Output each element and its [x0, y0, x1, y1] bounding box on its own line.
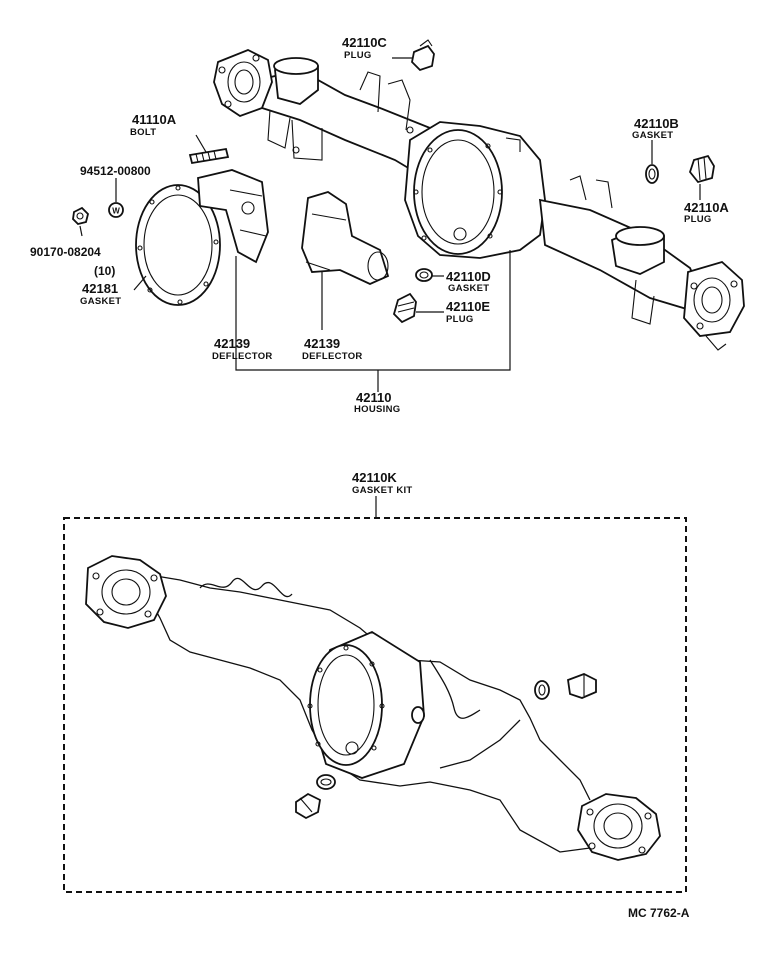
part-quantity: (10) — [94, 264, 115, 278]
gasket-42110d-part — [415, 268, 433, 282]
part-number: 42110D — [446, 269, 491, 284]
part-number: 42110B — [634, 116, 679, 131]
kit-plug-right — [567, 673, 597, 699]
part-name: DEFLECTOR — [212, 351, 273, 362]
plug-42110e-part — [392, 292, 417, 324]
kit-gasket-small-right — [534, 680, 550, 700]
part-name: GASKET — [448, 283, 489, 294]
gasket-42110b-part — [645, 164, 659, 184]
part-number: 41110A — [132, 112, 177, 127]
nut-90170-part — [72, 206, 89, 225]
part-name: GASKET — [80, 296, 121, 307]
part-name: GASKET — [632, 130, 673, 141]
deflector-right-part — [301, 191, 390, 285]
label-42110k: 42110K GASKET KIT — [352, 470, 413, 496]
leader-lines — [79, 57, 701, 392]
label-42110c: 42110C PLUG — [342, 35, 387, 61]
label-42110a: 42110A PLUG — [684, 200, 729, 225]
washer-mark: W — [112, 207, 120, 216]
kit-flange-gasket-right — [577, 793, 661, 861]
axle-housing — [213, 49, 745, 351]
bolt-41110a-part — [188, 147, 230, 165]
part-number: 42181 — [82, 281, 118, 296]
part-name: HOUSING — [354, 404, 400, 415]
part-number: 42110 — [356, 390, 391, 405]
part-name: DEFLECTOR — [302, 351, 363, 362]
part-number: 90170-08204 — [30, 245, 101, 259]
washer-94512-part: W — [108, 202, 124, 218]
part-number: 42110C — [342, 35, 387, 50]
label-94512: 94512-00800 — [80, 164, 151, 178]
plug-42110a-part — [688, 154, 715, 184]
gasket-kit-frame — [63, 517, 687, 893]
part-number: 94512-00800 — [80, 164, 151, 178]
part-number: 42110A — [684, 200, 729, 215]
label-42139-right: 42139 DEFLECTOR — [302, 336, 363, 362]
part-name: PLUG — [684, 214, 712, 225]
label-42110d: 42110D GASKET — [446, 269, 491, 294]
part-number: 42139 — [214, 336, 250, 351]
label-42181: 42181 GASKET — [80, 281, 121, 307]
kit-gasket-small-left — [316, 774, 336, 790]
label-90170: 90170-08204 (10) — [30, 245, 115, 278]
part-number: 42110K — [352, 470, 397, 485]
part-name: GASKET KIT — [352, 485, 413, 496]
label-42110b: 42110B GASKET — [632, 116, 679, 141]
deflector-left-part — [197, 169, 269, 264]
drawing-code: MC 7762-A — [628, 906, 690, 920]
kit-plug-left — [295, 792, 321, 820]
label-42110-housing: 42110 HOUSING — [354, 390, 400, 415]
kit-flange-gasket-left — [85, 555, 167, 629]
kit-carrier-gasket — [307, 630, 425, 779]
label-42110e: 42110E PLUG — [446, 299, 490, 325]
gasket-42181-part — [135, 184, 221, 306]
part-number: 42110E — [446, 299, 490, 314]
label-42139-left: 42139 DEFLECTOR — [212, 336, 273, 362]
part-name: PLUG — [344, 50, 372, 61]
part-name: BOLT — [130, 127, 156, 138]
plug-42110c-part — [411, 39, 435, 72]
part-name: PLUG — [446, 314, 474, 325]
part-number: 42139 — [304, 336, 340, 351]
label-41110a: 41110A BOLT — [130, 112, 177, 138]
